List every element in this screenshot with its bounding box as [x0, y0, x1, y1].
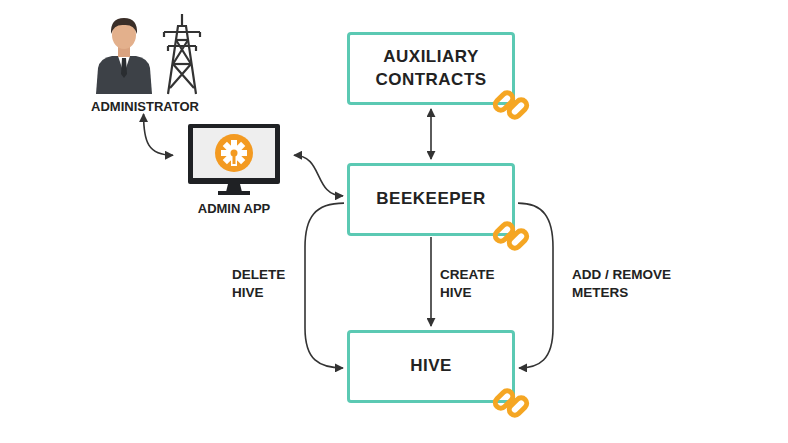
connector-arrow [294, 155, 343, 196]
actor-figure: ADMINISTRATOR [72, 2, 218, 114]
monitor-illustration [178, 118, 290, 198]
connector-arrow [144, 114, 173, 155]
box-label: HIVE [410, 355, 452, 378]
chain-link-icon [490, 215, 532, 257]
edge-label: CREATE HIVE [440, 266, 512, 302]
box-label: AUXILIARY CONTRACTS [361, 46, 501, 92]
chain-link-icon [490, 84, 532, 126]
process-box: AUXILIARY CONTRACTS [347, 32, 515, 105]
edge-label: ADD / REMOVE METERS [572, 266, 697, 302]
connector-arrow [518, 203, 553, 368]
administrator-illustration [72, 2, 218, 97]
icon-label: ADMINISTRATOR [72, 99, 218, 114]
icon-label: ADMIN APP [178, 201, 290, 216]
connector-arrow [305, 203, 344, 368]
app-icon: ADMIN APP [178, 118, 290, 216]
process-box: HIVE [347, 330, 515, 403]
chain-link-icon [490, 382, 532, 424]
connector-arrow [430, 237, 432, 326]
connector-arrow [430, 109, 432, 159]
edge-label: DELETE HIVE [232, 266, 302, 302]
box-label: BEEKEEPER [376, 188, 485, 211]
process-box: BEEKEEPER [347, 163, 515, 236]
